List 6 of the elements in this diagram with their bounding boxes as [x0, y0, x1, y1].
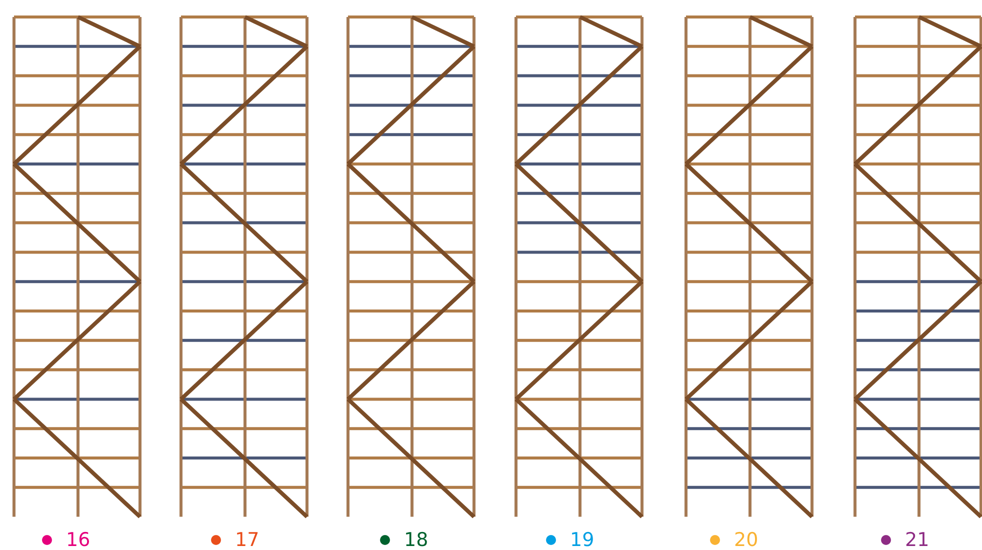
- legend-label: 20: [734, 529, 758, 550]
- legend-label: 21: [905, 529, 930, 550]
- legend-label: 18: [404, 529, 428, 550]
- legend-label: 16: [66, 529, 90, 550]
- legend-label: 19: [570, 529, 594, 550]
- legend-label: 17: [235, 529, 260, 550]
